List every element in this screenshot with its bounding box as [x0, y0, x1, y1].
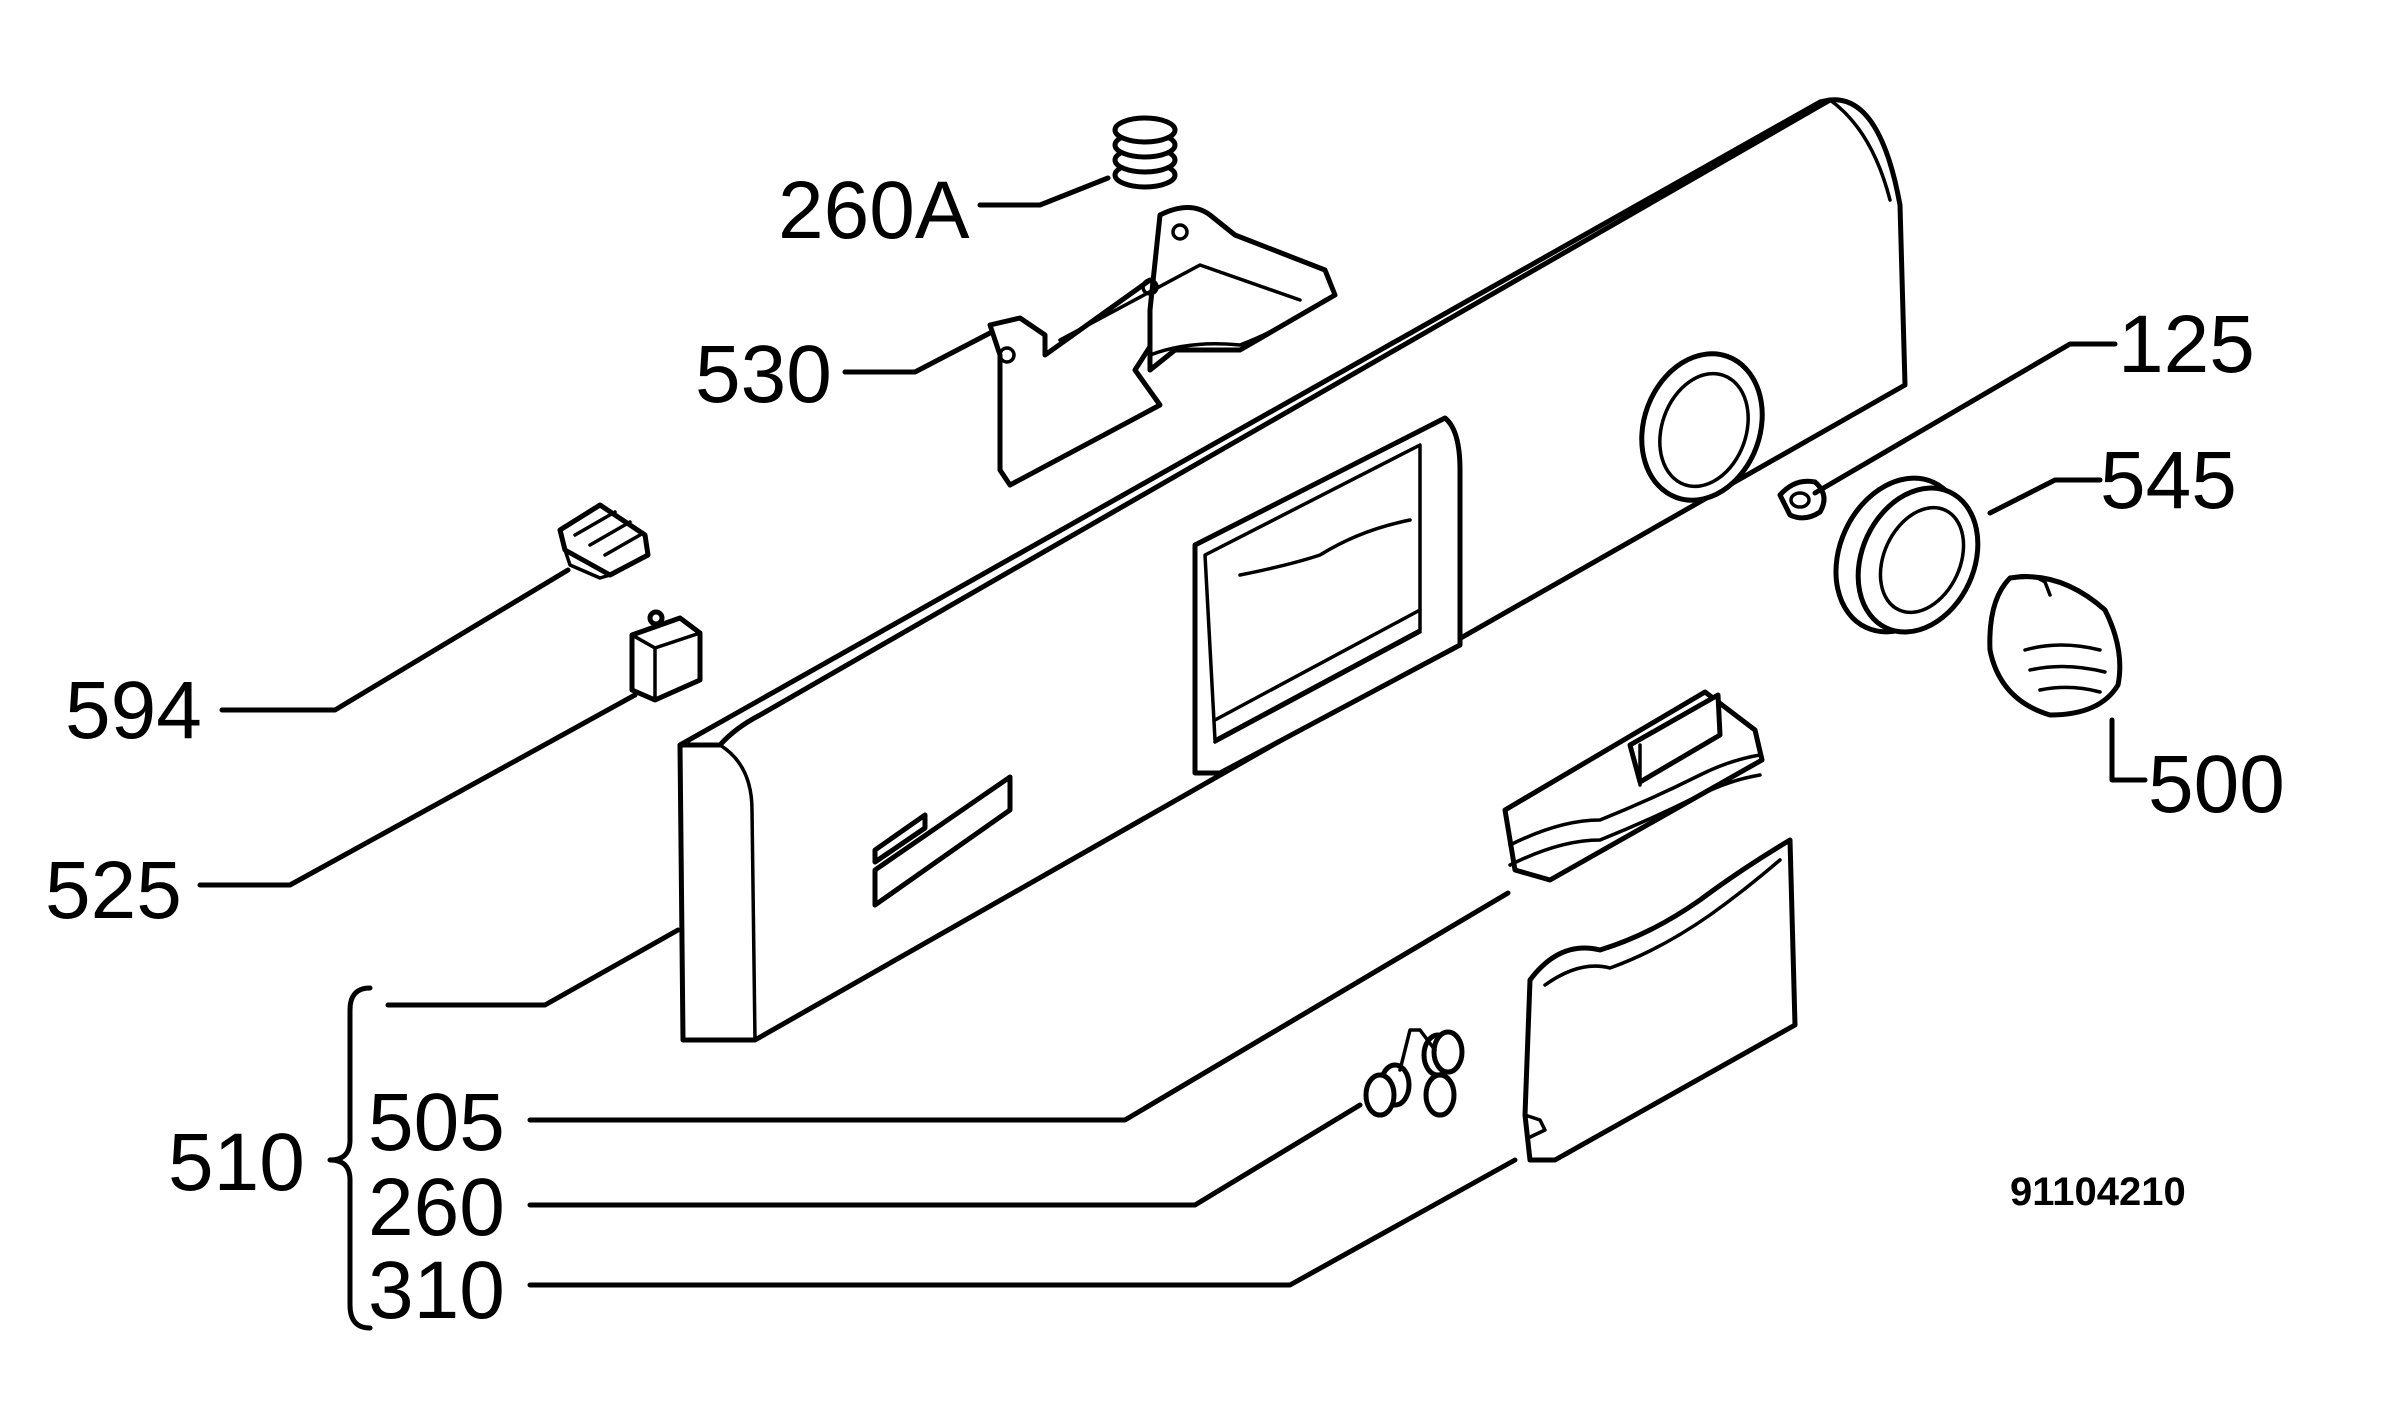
label-525: 525	[45, 845, 182, 936]
button-525-part	[629, 609, 703, 703]
leader-505	[527, 890, 1511, 1123]
label-260: 260	[368, 1162, 505, 1253]
label-260a: 260A	[778, 165, 970, 256]
leader-260	[527, 1102, 1363, 1208]
brace-510	[327, 985, 373, 1331]
label-505: 505	[368, 1077, 505, 1168]
label-310: 310	[368, 1245, 505, 1336]
flap-505-part	[1502, 689, 1765, 883]
leader-530	[842, 330, 993, 375]
label-530: 530	[695, 329, 832, 420]
drawing-code: 91104210	[2010, 1170, 2186, 1214]
knob-500-part	[1987, 574, 2123, 718]
clip-594-part	[557, 502, 651, 580]
bracket-530-part	[987, 205, 1338, 488]
label-545: 545	[2100, 435, 2237, 526]
leader-125	[1812, 341, 2118, 496]
spring-260a-part	[1112, 115, 1178, 190]
cover-310-part	[1522, 837, 1798, 1163]
leader-310	[527, 1157, 1518, 1288]
leader-500	[2109, 717, 2148, 783]
part-labels: 260A 530 594 525 125 545 500 510 505 260…	[45, 165, 2285, 1336]
ring-545-part	[1833, 475, 1981, 635]
bushing-125-part	[1777, 478, 1827, 521]
leader-lines	[197, 175, 2148, 1331]
spring-260-part	[1363, 1028, 1465, 1118]
leader-panel	[385, 927, 681, 1008]
label-125: 125	[2118, 299, 2255, 390]
label-510: 510	[168, 1117, 305, 1208]
leader-260a	[977, 175, 1111, 208]
label-594: 594	[65, 665, 202, 756]
leader-594	[219, 567, 571, 713]
leader-525	[197, 692, 638, 888]
leader-545	[1987, 477, 2103, 516]
label-500: 500	[2148, 739, 2285, 830]
control-panel	[677, 97, 1908, 1043]
